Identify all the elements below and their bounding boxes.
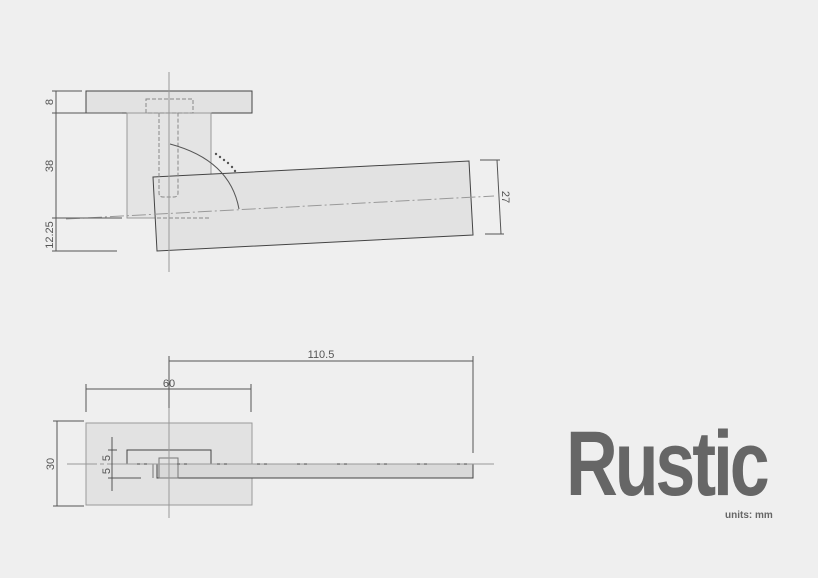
lever-top <box>156 463 474 479</box>
dim-60: 60 <box>163 378 175 390</box>
dim-8: 8 <box>44 99 56 105</box>
dim-30: 30 <box>45 458 57 470</box>
rotation-dots <box>214 152 237 173</box>
dim-38: 38 <box>44 160 56 172</box>
dim-5-upper: 5 <box>101 455 113 461</box>
units-label: units: mm <box>725 510 773 521</box>
top-dimensions <box>53 356 474 507</box>
side-dimensions <box>52 90 504 252</box>
side-view <box>52 72 504 272</box>
lever-centerline <box>65 195 495 220</box>
dim-110-5: 110.5 <box>308 349 335 361</box>
dim-27: 27 <box>499 191 511 203</box>
top-view <box>53 356 494 518</box>
product-title: Rustic <box>566 413 770 515</box>
rotation-arc <box>169 143 240 210</box>
dim-12-25: 12.25 <box>44 221 56 249</box>
dim-5-lower: 5 <box>101 468 113 474</box>
